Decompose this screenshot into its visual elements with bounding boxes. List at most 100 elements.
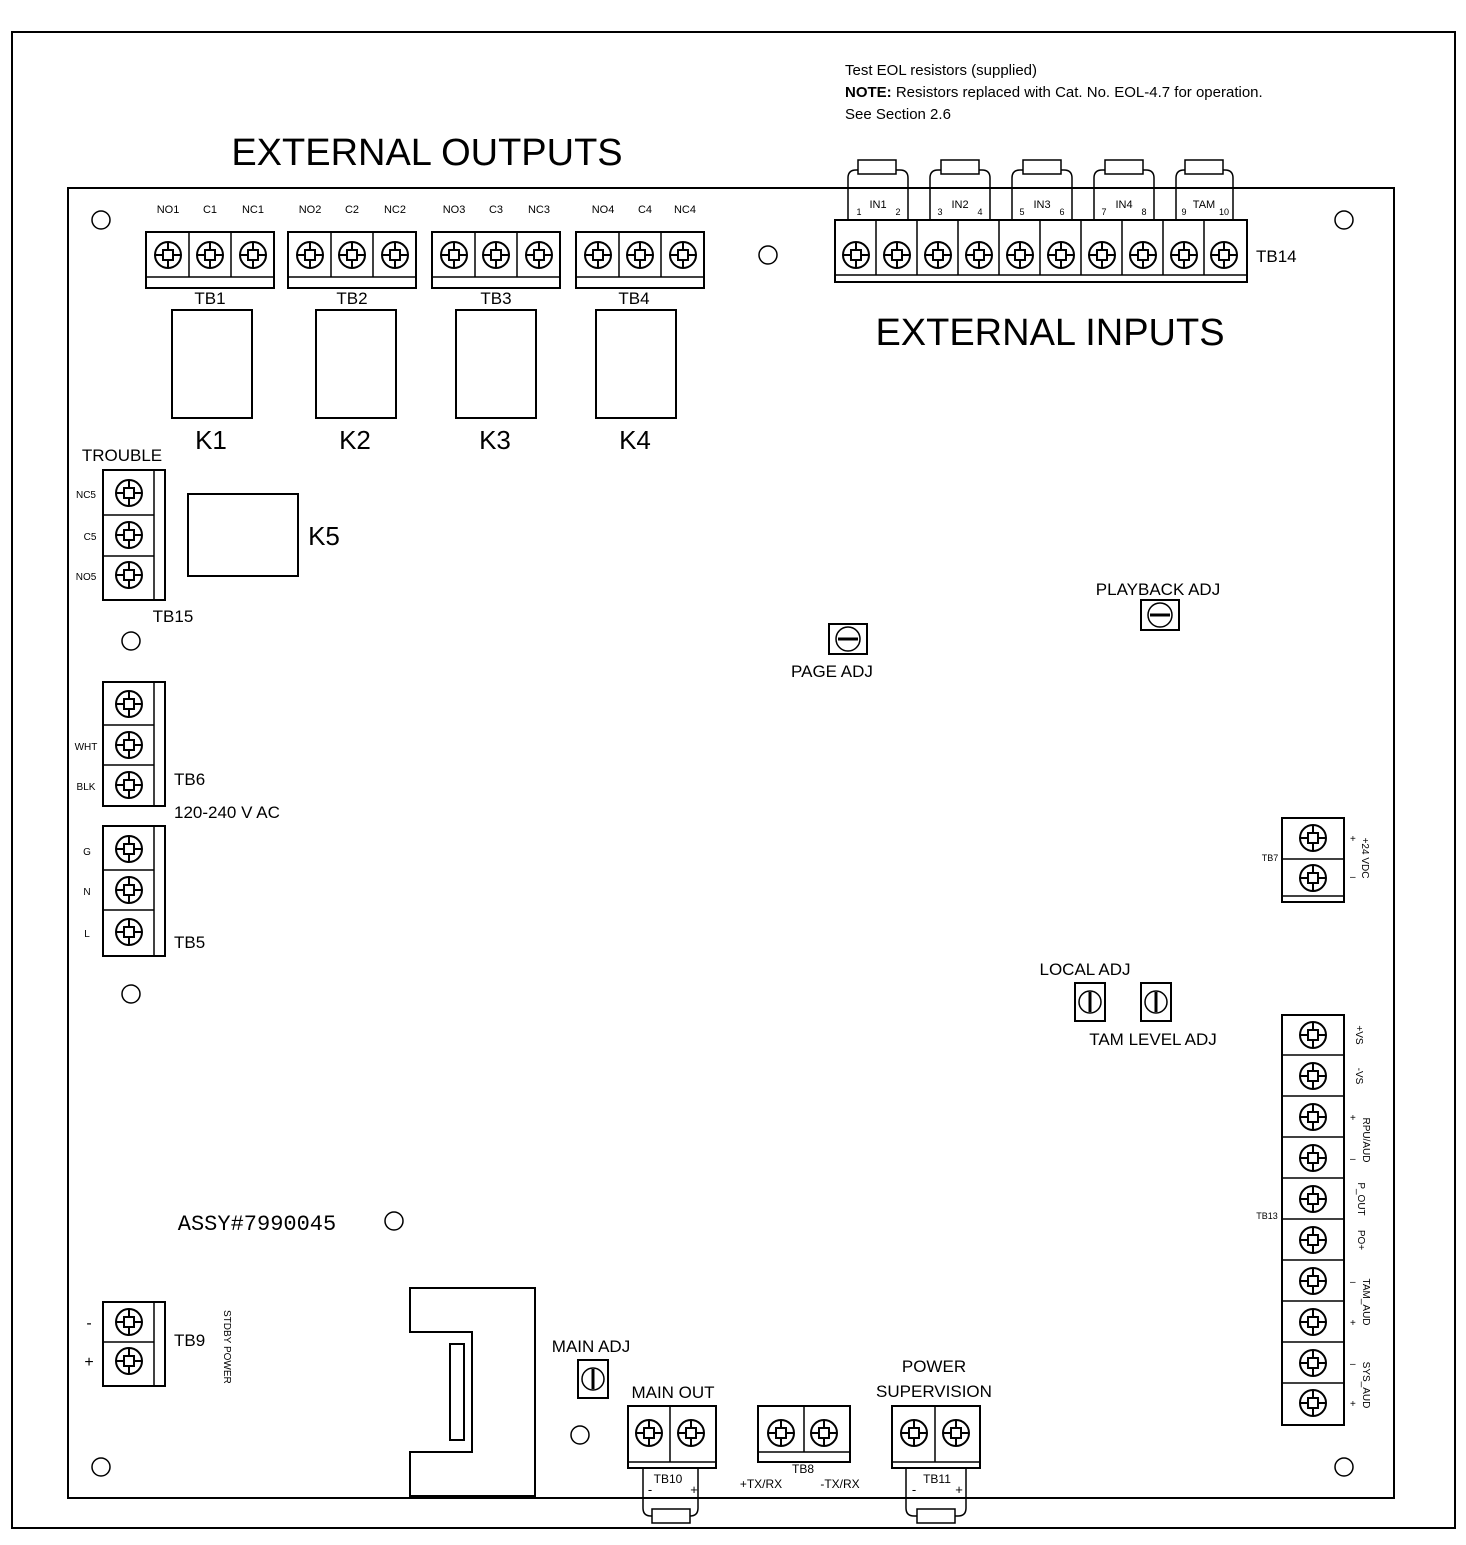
outer-frame [11,31,1456,1529]
pin-number: 2 [895,207,900,217]
relay-label: K2 [339,425,371,455]
output-block-tb4: NO4 C4 NC4 TB4 [575,204,705,308]
relays: K1 K2 K3 K4 [171,309,677,455]
pin-label: NC1 [242,204,264,216]
eol-note-line1: Test EOL resistors (supplied) [845,62,1037,79]
polarity-minus: - [86,1315,91,1332]
polarity-plus: + [84,1354,93,1371]
relay-label: K4 [619,425,651,455]
input-block-tb14: IN1 IN2 IN3 IN4 TAM 1 2 3 4 5 6 7 8 9 10… [834,159,1297,283]
pin-label: NC3 [528,204,550,216]
polarity-minus: - [912,1482,916,1497]
terminal-label: TB7 [1262,853,1279,863]
playback-adj: PLAYBACK ADJ [1096,580,1220,631]
relay-k5 [187,493,299,577]
relay-label: K1 [195,425,227,455]
pin-label: NC4 [674,204,696,216]
input-group-label: IN4 [1115,199,1132,211]
polarity-plus: + [1350,834,1356,845]
local-adj: LOCAL ADJ [1039,960,1131,1022]
pin-label: NO5 [76,572,97,583]
pin-label: NO1 [157,204,180,216]
tb5-block: G N L TB5 [83,825,205,957]
polarity-plus: + [955,1482,963,1497]
polarity-plus: + [1350,1399,1356,1410]
pin-number: 1 [856,207,861,217]
relay-k2 [315,309,397,419]
pin-number: 3 [937,207,942,217]
battery-connector [409,1287,536,1497]
pin-number: 6 [1059,207,1064,217]
stdby-power-label: STDBY POWER [221,1310,232,1384]
relay-k3 [455,309,537,419]
tb13-block: TB13 +VS -VS + – RPU/AUD P_OUT PO+ – + T… [1256,1014,1371,1426]
polarity-minus: – [1350,1359,1356,1370]
mounting-holes [91,210,1354,1477]
signal-label: -VS [1353,1068,1364,1085]
playback-adj-label: PLAYBACK ADJ [1096,580,1220,599]
input-group-label: IN1 [869,199,886,211]
relay-label: K5 [308,521,340,551]
polarity-plus: + [1350,1318,1356,1329]
terminal-label: TB11 [923,1472,951,1486]
trouble-title: TROUBLE [82,446,162,465]
tb6-block: WHT BLK TB6 120-240 V AC [75,681,280,822]
terminal-label: TB1 [194,289,225,308]
main-adj-label: MAIN ADJ [552,1337,630,1356]
output-block-tb1: NO1 C1 NC1 TB1 [145,204,275,308]
signal-label: SYS_AUD [1360,1362,1371,1409]
relay-k1 [171,309,253,419]
power-supervision-tb11: POWER SUPERVISION TB11 - + [876,1357,992,1524]
assembly-number: ASSY#7990045 [178,1212,336,1237]
signal-label: PO+ [1355,1230,1366,1250]
pin-label: NC2 [384,204,406,216]
main-adj: MAIN ADJ [552,1337,630,1399]
signal-label: TAM_AUD [1360,1278,1371,1325]
terminal-label: TB8 [792,1462,814,1476]
pin-label: NC5 [76,490,96,501]
pin-label: L [84,929,90,940]
tb9-block: - + TB9 STDBY POWER [84,1301,232,1387]
pin-label: NO3 [443,204,466,216]
external-outputs-heading: EXTERNAL OUTPUTS [231,132,622,174]
main-out-title: MAIN OUT [631,1383,714,1402]
power-supervision-title2: SUPERVISION [876,1382,992,1401]
main-out-tb10: MAIN OUT TB10 - + [627,1383,717,1524]
trouble-block-tb15: TROUBLE NC5 C5 NO5 TB15 K5 [76,446,340,626]
input-group-label: IN3 [1033,199,1050,211]
signal-label: RPU/AUD [1360,1117,1371,1162]
polarity-plus: + [1350,1113,1356,1124]
tam-level-adj: TAM LEVEL ADJ [1089,982,1217,1049]
terminal-label: TB9 [174,1331,205,1350]
polarity-minus: – [1350,872,1356,883]
pin-label: BLK [77,782,96,793]
terminal-label: TB14 [1256,247,1297,266]
input-group-label: TAM [1193,199,1215,211]
tb8-block: TB8 +TX/RX -TX/RX [740,1405,860,1491]
polarity-minus: – [1350,1277,1356,1288]
pin-number: 4 [977,207,982,217]
tb7-block: TB7 + – +24 VDC [1262,817,1370,903]
pin-label: C4 [638,204,652,216]
pin-number: 8 [1141,207,1146,217]
pin-label: NO4 [592,204,615,216]
signal-label: +VS [1353,1025,1364,1045]
eol-note-line2: NOTE: Resistors replaced with Cat. No. E… [845,84,1263,101]
terminal-label: TB6 [174,770,205,789]
terminal-label: TB5 [174,933,205,952]
output-block-tb3: NO3 C3 NC3 TB3 [431,204,561,308]
power-supervision-title1: POWER [902,1357,966,1376]
polarity-minus: - [648,1482,652,1497]
pin-label: G [83,847,91,858]
signal-label: P_OUT [1355,1182,1366,1215]
pin-label: C1 [203,204,217,216]
relay-label: K3 [479,425,511,455]
pin-number: 5 [1019,207,1024,217]
page-adj: PAGE ADJ [791,623,873,681]
external-inputs-heading: EXTERNAL INPUTS [875,312,1224,354]
terminal-label: TB13 [1256,1211,1278,1221]
tam-level-adj-label: TAM LEVEL ADJ [1089,1030,1217,1049]
tx-rx-plus-label: +TX/RX [740,1477,782,1491]
output-block-tb2: NO2 C2 NC2 TB2 [287,204,417,308]
